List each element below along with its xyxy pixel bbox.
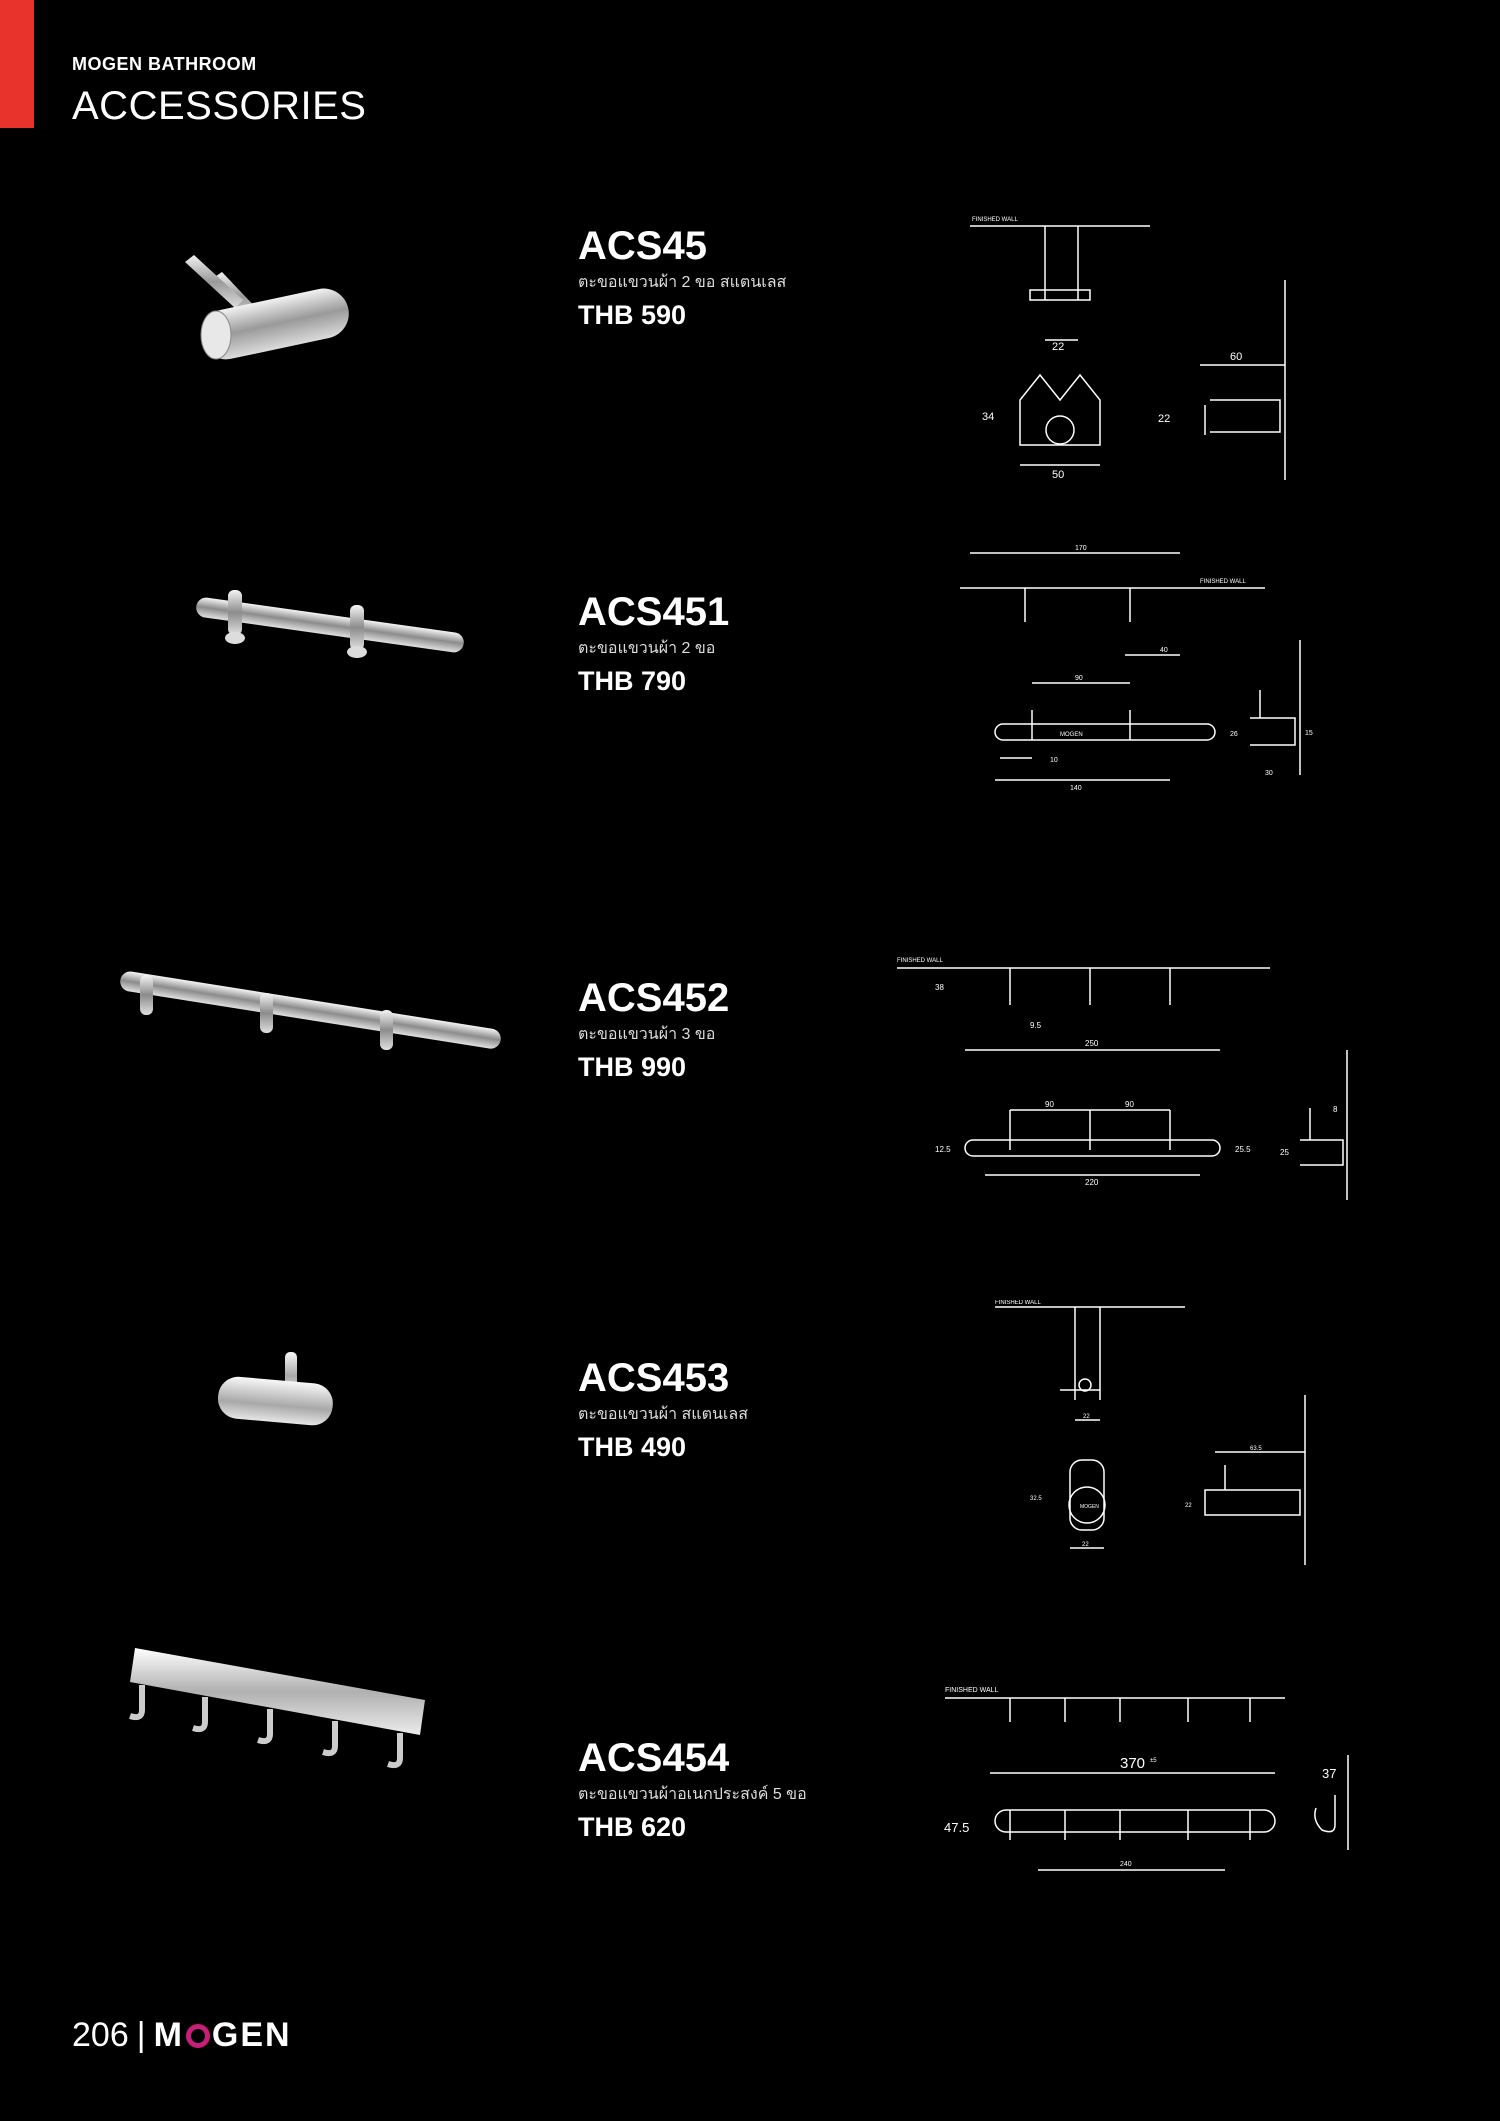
technical-drawing: FINISHED WALL 38 9.5 250 90 90 12.5 25.5… xyxy=(897,958,1348,1200)
product-description: ตะขอแขวนผ้า 2 ขอ xyxy=(578,640,716,657)
technical-drawing: FINISHED WALL 22 MOGEN 32.5 22 63.5 22 xyxy=(995,1300,1306,1565)
product-photo xyxy=(196,590,464,658)
technical-drawing: FINISHED WALL 370 47.5 240 37 ±5 xyxy=(944,1687,1349,1871)
dim-tolerance: ±5 xyxy=(1150,1758,1157,1764)
brand-logo-m: M xyxy=(153,2016,184,2054)
brand-logo-rest: GEN xyxy=(211,2016,292,2054)
dim-b: 9.5 xyxy=(1030,1021,1042,1030)
dim-b: 32.5 xyxy=(1030,1496,1042,1502)
product-price: THB 590 xyxy=(578,300,687,330)
product-description: ตะขอแขวนผ้า สแตนเลส xyxy=(578,1406,748,1423)
product-photo xyxy=(129,1648,425,1769)
drawing-brand-label: MOGEN xyxy=(1080,1504,1099,1510)
product-code: ACS452 xyxy=(578,976,730,1020)
product-code: ACS453 xyxy=(578,1356,730,1400)
dim-c: 240 xyxy=(1120,1861,1132,1868)
page-footer: 206 | M GEN xyxy=(72,2016,292,2055)
dim-a: 22 xyxy=(1052,341,1064,353)
dim-c: 34 xyxy=(982,411,994,423)
product-acs454: ACS454 ตะขอแขวนผ้าอเนกประสงค์ 5 ขอ THB 6… xyxy=(0,1640,1500,1940)
wall-label: FINISHED WALL xyxy=(972,217,1018,223)
product-photo xyxy=(120,971,501,1050)
product-price: THB 790 xyxy=(578,666,687,696)
technical-drawing: FINISHED WALL 22 34 50 60 22 xyxy=(970,217,1286,481)
product-photo xyxy=(185,255,349,360)
dim-b: 40 xyxy=(1160,647,1168,654)
product-description: ตะขอแขวนผ้า 3 ขอ xyxy=(578,1026,716,1043)
dim-d: 10 xyxy=(1050,757,1058,764)
product-price: THB 990 xyxy=(578,1052,687,1082)
dim-d: 90 xyxy=(1045,1100,1054,1109)
dim-d: 37 xyxy=(1322,1766,1336,1781)
dim-a: 22 xyxy=(1083,1414,1090,1420)
dim-e: 90 xyxy=(1125,1100,1134,1109)
accent-bar xyxy=(0,0,34,128)
dim-h: 30 xyxy=(1265,770,1273,777)
wall-label: FINISHED WALL xyxy=(897,958,943,964)
dim-d: 22 xyxy=(1185,1503,1192,1509)
dim-j: 8 xyxy=(1333,1105,1338,1114)
product-acs45: ACS45 ตะขอแขวนผ้า 2 ขอ สแตนเลส THB 590 F… xyxy=(0,190,1500,510)
footer-separator: | xyxy=(136,2016,146,2054)
product-description: ตะขอแขวนผ้าอเนกประสงค์ 5 ขอ xyxy=(578,1786,807,1803)
technical-drawing: 170 FINISHED WALL 40 90 MOGEN 26 10 140 … xyxy=(960,545,1313,792)
dim-c: 90 xyxy=(1075,675,1083,682)
product-description: ตะขอแขวนผ้า 2 ขอ สแตนเลส xyxy=(578,274,787,291)
dim-e: 140 xyxy=(1070,785,1082,792)
dim-c: 250 xyxy=(1085,1039,1099,1048)
dim-d: 50 xyxy=(1052,469,1064,481)
dim-g: 15 xyxy=(1305,730,1313,737)
wall-label: FINISHED WALL xyxy=(1200,579,1246,585)
dim-h: 25.5 xyxy=(1235,1145,1251,1154)
page-number: 206 xyxy=(72,2016,129,2054)
page-title: ACCESSORIES xyxy=(72,84,367,128)
product-code: ACS451 xyxy=(578,590,730,634)
dim-b: 60 xyxy=(1230,351,1242,363)
wall-label: FINISHED WALL xyxy=(995,1300,1041,1306)
dim-e: 63.5 xyxy=(1250,1446,1262,1452)
brand-logo: M GEN xyxy=(154,2016,292,2055)
dim-c: 22 xyxy=(1082,1542,1089,1548)
product-acs452: ACS452 ตะขอแขวนผ้า 3 ขอ THB 990 FINISHED… xyxy=(0,940,1500,1240)
product-price: THB 620 xyxy=(578,1812,687,1842)
dim-i: 25 xyxy=(1280,1148,1289,1157)
brand-kicker: MOGEN BATHROOM xyxy=(72,54,257,74)
dim-e: 22 xyxy=(1158,413,1170,425)
dim-g: 220 xyxy=(1085,1178,1099,1187)
product-code: ACS454 xyxy=(578,1736,730,1780)
brand-logo-o-icon xyxy=(185,2023,210,2048)
drawing-brand-label: MOGEN xyxy=(1060,732,1083,738)
dim-b: 47.5 xyxy=(944,1820,969,1835)
product-price: THB 490 xyxy=(578,1432,687,1462)
dim-a: 370 xyxy=(1120,1755,1145,1772)
product-photo xyxy=(217,1352,333,1426)
dim-a: 170 xyxy=(1075,545,1087,552)
dim-f: 12.5 xyxy=(935,1145,951,1154)
product-code: ACS45 xyxy=(578,224,707,268)
product-acs453: ACS453 ตะขอแขวนผ้า สแตนเลส THB 490 FINIS… xyxy=(0,1300,1500,1600)
product-acs451: ACS451 ตะขอแขวนผ้า 2 ขอ THB 790 170 FINI… xyxy=(0,540,1500,870)
dim-a: 38 xyxy=(935,983,944,992)
dim-f: 26 xyxy=(1230,731,1238,738)
wall-label: FINISHED WALL xyxy=(945,1687,999,1694)
